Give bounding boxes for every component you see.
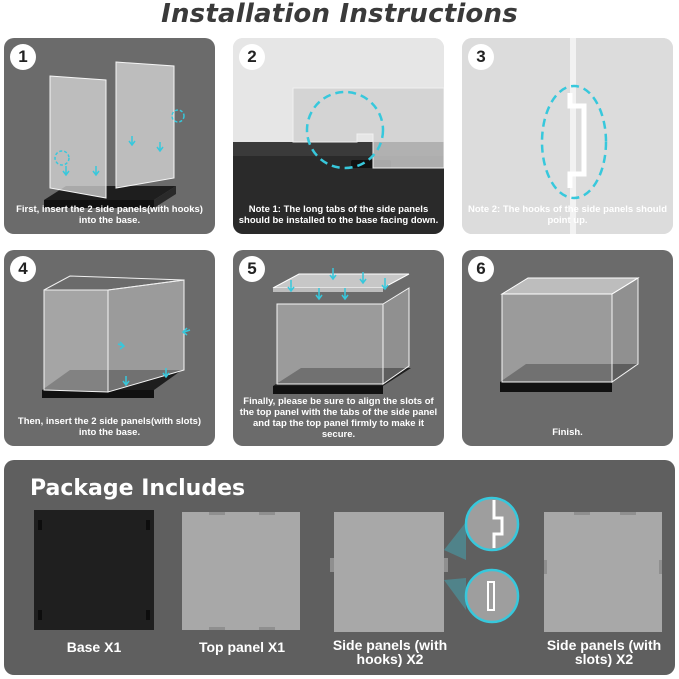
step-2-illustration: [233, 38, 444, 234]
step-5-number: 5: [239, 256, 265, 282]
step-4-card: 4 Then, insert the 2 side panels(with sl…: [4, 250, 215, 446]
step-2-number: 2: [239, 44, 265, 70]
page-title: Installation Instructions: [161, 0, 518, 29]
step-3-illustration: [462, 38, 673, 234]
package-item-base-label: Base X1: [66, 639, 122, 655]
step-6-number: 6: [468, 256, 494, 282]
step-3-card: 3 Note 2: The hooks of the side panels s…: [462, 38, 673, 234]
package-item-side-hooks-label: Side panels (with hooks) X2: [332, 637, 448, 667]
side-panel-hooks-image: [334, 512, 444, 632]
step-6-card: 6 Finish.: [462, 250, 673, 446]
step-1-illustration: [44, 61, 185, 208]
package-item-top-panel-label: Top panel X1: [198, 639, 286, 655]
step-4-number: 4: [10, 256, 36, 282]
step-2-caption: Note 1: The long tabs of the side panels…: [238, 204, 439, 226]
step-4-caption: Then, insert the 2 side panels(with slot…: [17, 416, 202, 438]
step-5-caption: Finally, please be sure to align the slo…: [239, 396, 438, 440]
step-4-illustration: [42, 275, 191, 398]
step-2-card: 2 Note 1: The long tabs of the side pane…: [233, 38, 444, 234]
step-6-illustration: [500, 277, 640, 392]
step-3-number: 3: [468, 44, 494, 70]
step-6-caption: Finish.: [552, 427, 583, 438]
step-5-card: 5 Finally, please be sure to align the s…: [233, 250, 444, 446]
step-1-caption: First, insert the 2 side panels(with hoo…: [16, 204, 203, 226]
side-panel-slots-image: [544, 512, 662, 632]
top-panel-image: [182, 512, 300, 630]
step-1-card: 1 First, insert the 2 side panels(with h…: [4, 38, 215, 234]
package-illustration: [34, 496, 662, 632]
step-3-caption: Note 2: The hooks of the side panels sho…: [468, 204, 667, 226]
package-item-side-slots-label: Side panels (with slots) X2: [546, 637, 662, 667]
package-title: Package Includes: [30, 476, 246, 501]
step-5-illustration: [272, 268, 411, 394]
step-1-number: 1: [10, 44, 36, 70]
package-includes-panel: Package Includes Base X1 Top panel X1 Si…: [4, 460, 675, 675]
base-image: [34, 510, 154, 630]
